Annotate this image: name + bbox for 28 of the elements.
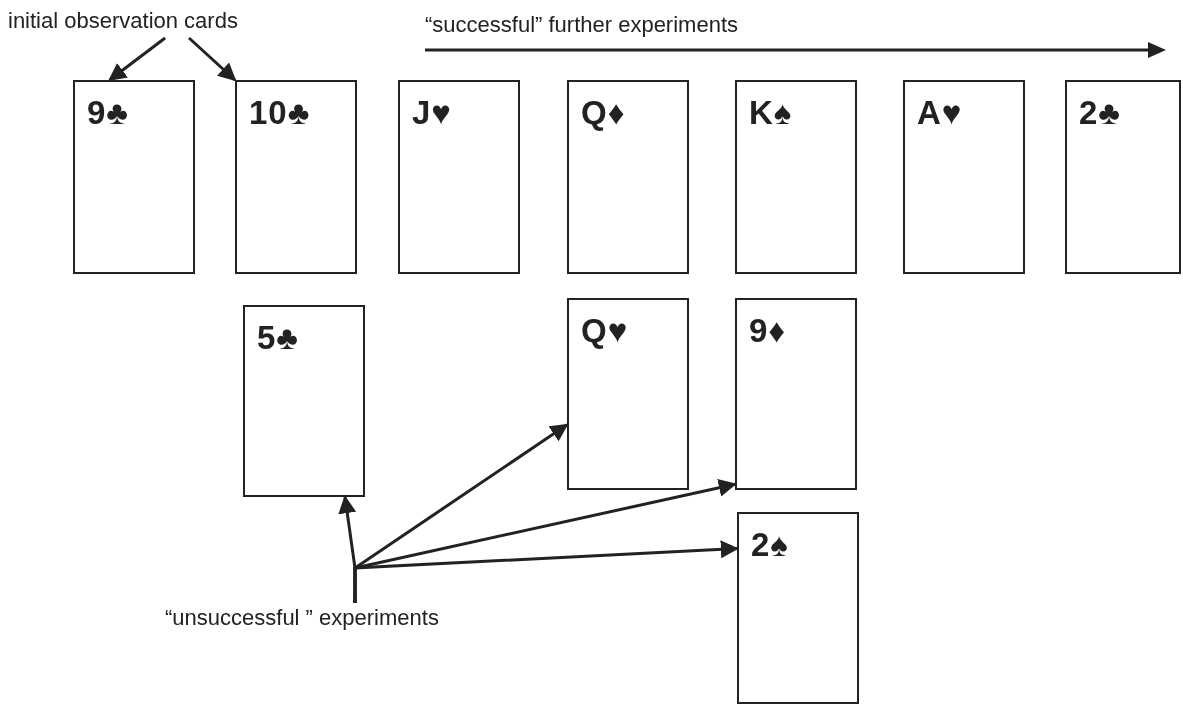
playing-card — [567, 80, 689, 274]
card-rank-suit: 2♣ — [1079, 94, 1121, 131]
playing-card — [235, 80, 357, 274]
arrow — [353, 540, 739, 603]
card-rank-suit: 10♣ — [249, 94, 311, 131]
card-rank-suit: 2♠ — [751, 526, 789, 563]
playing-card — [735, 298, 857, 490]
card-rank-suit: 9♦ — [749, 312, 787, 349]
playing-card — [903, 80, 1025, 274]
caption-text: “unsuccessful ” experiments — [165, 603, 439, 633]
card-rank-suit: 5♣ — [257, 319, 299, 356]
playing-card — [735, 80, 857, 274]
playing-card — [567, 298, 689, 490]
card-rank-suit: J♥ — [412, 94, 452, 131]
card-rank-suit: K♠ — [749, 94, 793, 131]
card-rank-suit: 9♣ — [87, 94, 129, 131]
playing-card — [1065, 80, 1181, 274]
playing-card — [73, 80, 195, 274]
playing-card — [737, 512, 859, 704]
playing-card — [243, 305, 365, 497]
arrow — [188, 36, 237, 82]
arrow — [108, 36, 166, 82]
caption-text: initial observation cards — [8, 6, 238, 36]
card-rank-suit: A♥ — [917, 94, 963, 131]
caption-text: “successful” further experiments — [425, 11, 738, 39]
card-rank-suit: Q♥ — [581, 312, 629, 349]
playing-card — [398, 80, 520, 274]
card-rank-suit: Q♦ — [581, 94, 626, 131]
